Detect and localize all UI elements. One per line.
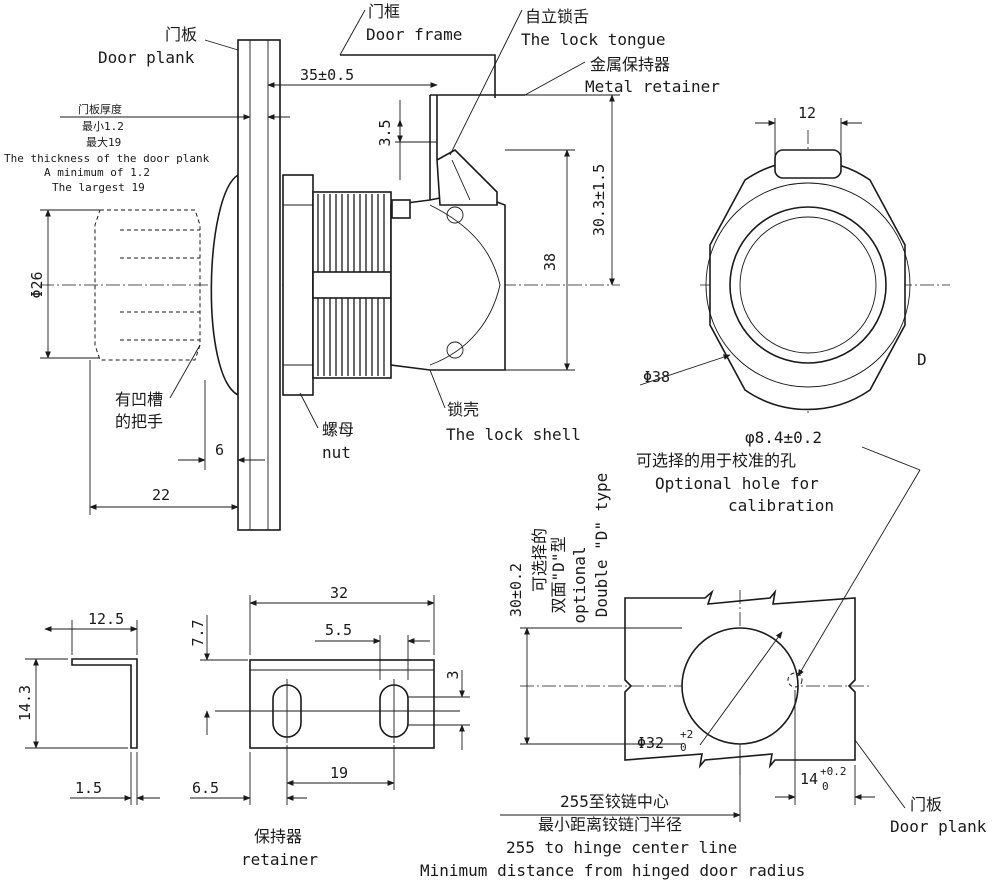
dim-14-tol-low: 0 bbox=[822, 780, 829, 793]
label-door-plank-cn: 门板 bbox=[165, 25, 197, 44]
label-hinge-en-1: 255 to hinge center line bbox=[506, 838, 737, 857]
label-thickness-cn-1: 门板厚度 bbox=[78, 102, 122, 116]
handle-outline bbox=[94, 209, 201, 361]
label-hole-en-2: calibration bbox=[728, 496, 834, 515]
label-shell-en: The lock shell bbox=[446, 425, 581, 444]
label-dtype-cn-2: 双面"D"型 bbox=[549, 537, 568, 614]
side-view: 35±0.5 3.5 30.3±1.5 38 Φ26 6 22 门板 Door … bbox=[4, 2, 720, 531]
retainer-top-view: 32 5.5 7.7 3 6.5 19 保持器 retainer bbox=[189, 584, 470, 869]
label-door-frame-cn: 门框 bbox=[368, 2, 400, 21]
dim-7-7: 7.7 bbox=[189, 619, 207, 646]
dim-phi26: Φ26 bbox=[28, 271, 46, 298]
dim-phi38: Φ38 bbox=[643, 368, 670, 386]
label-door-frame-en: Door frame bbox=[366, 25, 462, 44]
grooved-handle bbox=[210, 173, 239, 397]
label-hinge-cn-1: 255至铰链中心 bbox=[560, 792, 669, 811]
label-lock-tongue-cn: 自立锁舌 bbox=[525, 7, 589, 26]
label-shell-cn: 锁壳 bbox=[447, 400, 479, 419]
label-thickness-cn-2: 最小1.2 bbox=[82, 120, 124, 133]
shell-hole-bottom bbox=[446, 341, 464, 359]
label-lock-tongue-en: The lock tongue bbox=[521, 30, 666, 49]
lock-shell bbox=[390, 191, 506, 371]
dim-5-5: 5.5 bbox=[325, 621, 352, 639]
front-view: 12 D Φ38 bbox=[639, 104, 950, 415]
label-door-plank2-cn: 门板 bbox=[910, 795, 942, 814]
dim-6: 6 bbox=[215, 441, 224, 459]
cutout-circle bbox=[681, 627, 799, 745]
label-dtype-en-1: optional bbox=[570, 546, 589, 623]
front-tongue bbox=[774, 149, 842, 179]
label-door-plank-en: Door plank bbox=[98, 48, 195, 67]
retainer-bent-profile bbox=[71, 658, 138, 749]
label-hinge-cn-2: 最小距离铰链门半径 bbox=[538, 815, 682, 834]
label-thickness-en-1: The thickness of the door plank bbox=[4, 152, 210, 165]
label-metal-retainer-cn: 金属保持器 bbox=[590, 55, 670, 74]
dim-phi32-tol-low: 0 bbox=[680, 741, 687, 754]
dim-6-5: 6.5 bbox=[192, 779, 219, 797]
dim-30-0-2: 30±0.2 bbox=[507, 563, 525, 617]
shell-hole-top bbox=[446, 206, 464, 224]
dim-30-3: 30.3±1.5 bbox=[590, 164, 608, 236]
label-metal-retainer-en: Metal retainer bbox=[585, 77, 720, 96]
label-retainer-cn: 保持器 bbox=[254, 827, 302, 846]
panel-cutout-view: Φ32 +2 0 30±0.2 可选择的 双面"D"型 optional Dou… bbox=[420, 428, 987, 880]
label-d: D bbox=[917, 350, 927, 369]
label-hole-cn: 可选择的用于校准的孔 bbox=[636, 451, 796, 470]
dim-32: 32 bbox=[330, 584, 348, 602]
dim-phi32-tol-up: +2 bbox=[680, 728, 693, 741]
front-handle-face bbox=[729, 206, 887, 364]
label-handle-cn-2: 的把手 bbox=[115, 412, 163, 431]
label-thickness-en-3: The largest 19 bbox=[52, 181, 145, 194]
dim-14-tol-up: +0.2 bbox=[820, 765, 847, 778]
label-nut-cn: 螺母 bbox=[322, 420, 354, 439]
label-door-plank2-en: Door plank bbox=[890, 817, 987, 836]
label-dtype-en-2: Double "D" type bbox=[592, 473, 611, 618]
label-nut-en: nut bbox=[322, 443, 351, 462]
dim-35: 35±0.5 bbox=[300, 66, 354, 84]
dim-3: 3 bbox=[444, 670, 462, 679]
label-hole-dim: φ8.4±0.2 bbox=[745, 428, 822, 447]
dim-14: 14 bbox=[800, 770, 818, 788]
dim-22: 22 bbox=[152, 486, 170, 504]
calibration-hole bbox=[787, 672, 803, 688]
door-frame bbox=[340, 54, 496, 98]
dim-14-3: 14.3 bbox=[16, 685, 34, 721]
label-thickness-cn-3: 最大19 bbox=[86, 135, 121, 149]
dim-3-5: 3.5 bbox=[376, 119, 394, 146]
dim-12-5: 12.5 bbox=[88, 610, 124, 628]
dim-38: 38 bbox=[541, 253, 559, 271]
label-retainer-en: retainer bbox=[241, 850, 318, 869]
dim-19: 19 bbox=[330, 764, 348, 782]
nut bbox=[282, 174, 314, 396]
dim-1-5: 1.5 bbox=[75, 779, 102, 797]
label-thickness-en-2: A minimum of 1.2 bbox=[44, 166, 150, 179]
dim-12: 12 bbox=[798, 104, 816, 122]
dim-phi32: Φ32 bbox=[637, 734, 664, 752]
lock-tongue bbox=[436, 149, 498, 206]
label-dtype-cn-1: 可选择的 bbox=[530, 528, 549, 592]
label-handle-cn-1: 有凹槽 bbox=[115, 390, 163, 409]
label-hinge-en-2: Minimum distance from hinged door radius bbox=[420, 861, 805, 880]
door-plank bbox=[237, 39, 281, 531]
label-hole-en-1: Optional hole for bbox=[655, 474, 819, 493]
retainer-side-view: 12.5 14.3 1.5 bbox=[16, 610, 160, 805]
